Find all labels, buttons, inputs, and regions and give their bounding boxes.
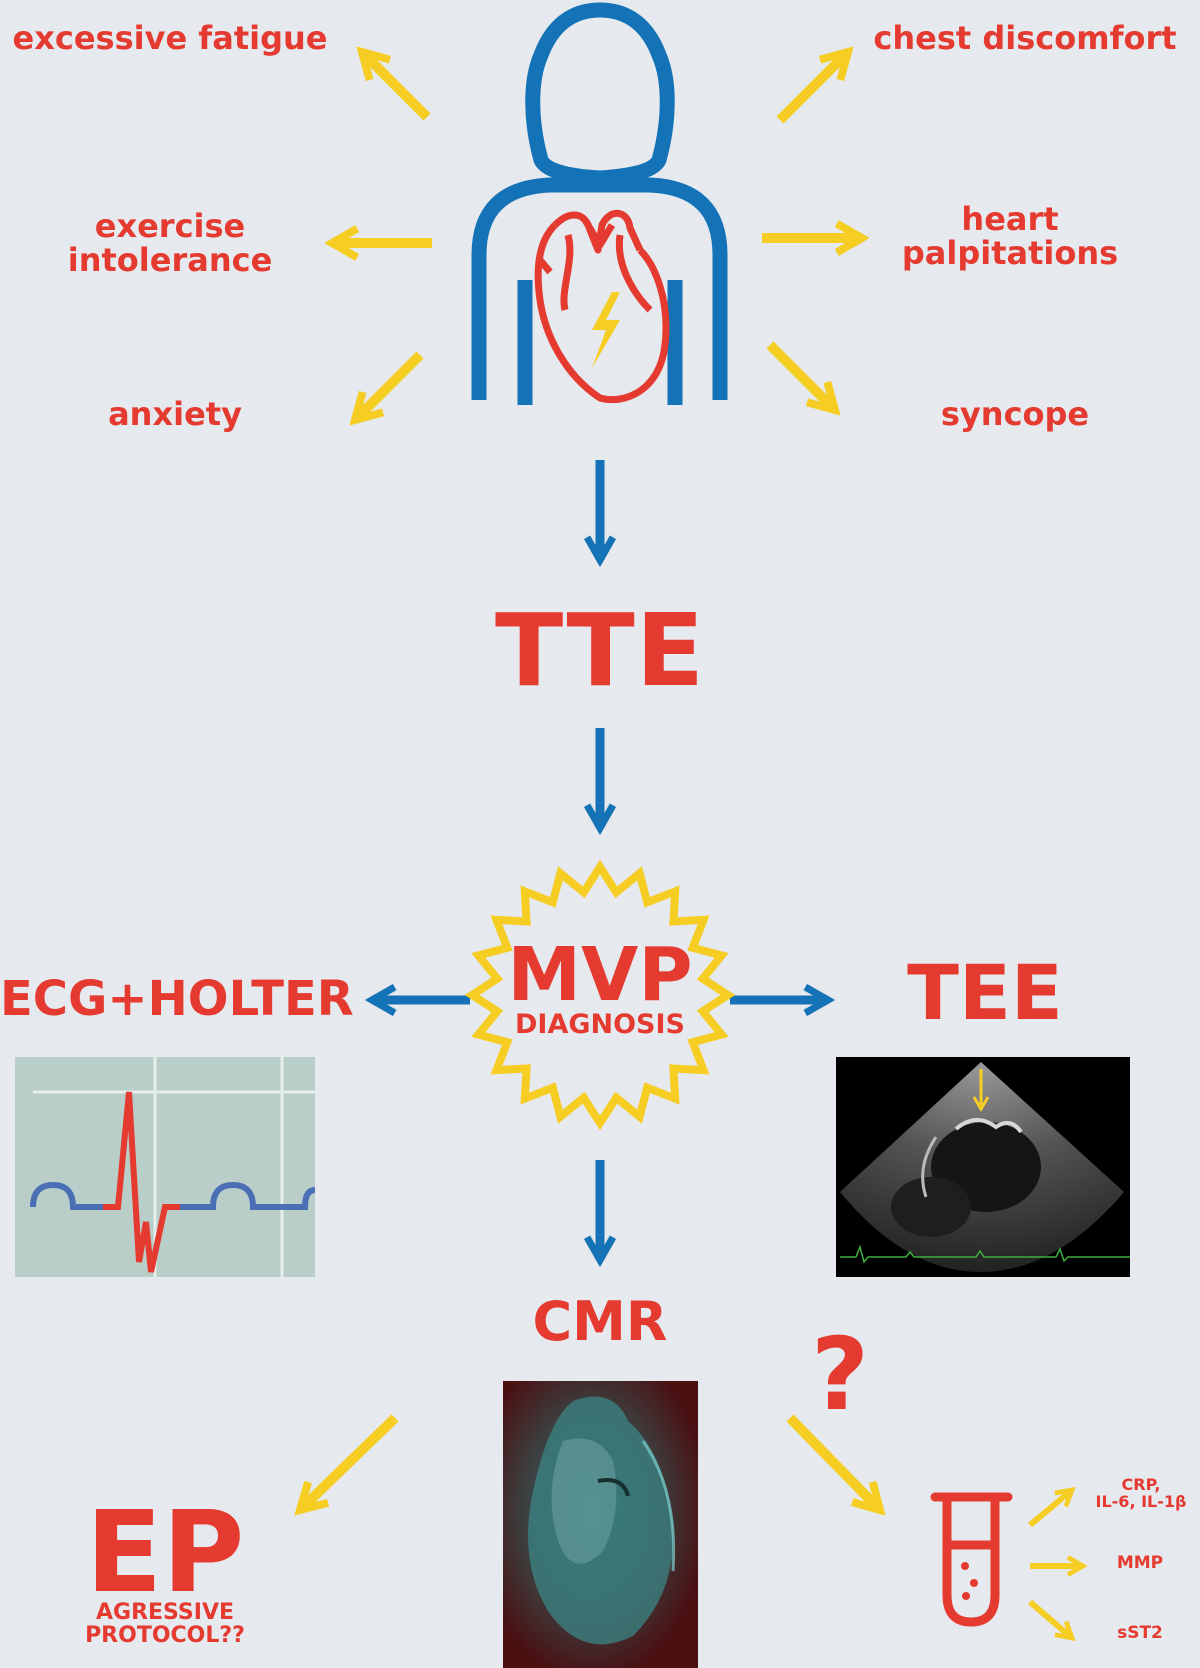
arrow-to-ep: [300, 1414, 399, 1510]
arrow-to-crp: [1028, 1490, 1072, 1528]
arrow-to-biomarkers: [786, 1414, 880, 1510]
starburst-badge: [464, 859, 736, 1131]
diagnosis-label: DIAGNOSIS: [514, 1009, 685, 1040]
arrow-to-fatigue: [362, 52, 431, 121]
mvp-label: MVP: [507, 932, 693, 1018]
person-icon: [471, 2, 728, 405]
ecg-trace: [30, 1057, 315, 1277]
symptom-exercise-line2: intolerance: [67, 240, 273, 279]
biomarker-crp: CRP,: [1121, 1475, 1161, 1494]
ecg-image: [15, 1057, 315, 1277]
question-mark: ?: [810, 1316, 869, 1433]
arrow-to-sst2: [1028, 1599, 1072, 1638]
biomarker-interleukins: IL-6, IL-1β: [1095, 1491, 1187, 1511]
heart-icon: [534, 209, 670, 404]
arrow-to-anxiety: [355, 351, 424, 420]
symptom-palpitations-line1: heart: [961, 200, 1059, 238]
tee-label: TEE: [907, 948, 1063, 1037]
cmr-image: [503, 1381, 698, 1668]
symptom-palpitations-line2: palpitations: [901, 233, 1119, 272]
symptom-fatigue: excessive fatigue: [12, 19, 328, 57]
ep-note-line1: AGRESSIVE: [96, 1600, 234, 1625]
ecg-holter-label: ECG+HOLTER: [0, 971, 354, 1027]
lightning-icon: [592, 292, 620, 368]
arrow-to-syncope: [766, 341, 835, 410]
biomarker-mmp: MMP: [1116, 1553, 1164, 1573]
tte-label: TTE: [494, 592, 706, 709]
biomarker-sst2: sST2: [1117, 1623, 1163, 1643]
symptom-exercise-intolerance: exercise intolerance: [40, 207, 300, 279]
symptom-exercise-line1: exercise: [94, 207, 246, 245]
biomarker-inflammation: CRP, IL-6, IL-1β: [1082, 1475, 1200, 1511]
symptom-chest-discomfort: chest discomfort: [873, 19, 1177, 57]
ep-note: AGRESSIVE PROTOCOL??: [80, 1601, 250, 1647]
ep-label: EP: [85, 1488, 245, 1618]
test-tube-bubbles: [961, 1562, 978, 1600]
arrow-to-chest: [776, 52, 848, 124]
symptom-syncope: syncope: [940, 395, 1090, 433]
symptom-palpitations: heart palpitations: [870, 200, 1150, 272]
test-tube-icon: [930, 1492, 1013, 1627]
tee-echo-image: [836, 1057, 1130, 1277]
ep-note-line2: PROTOCOL??: [85, 1623, 245, 1649]
cmr-label: CMR: [532, 1290, 668, 1353]
symptom-anxiety: anxiety: [108, 395, 242, 433]
